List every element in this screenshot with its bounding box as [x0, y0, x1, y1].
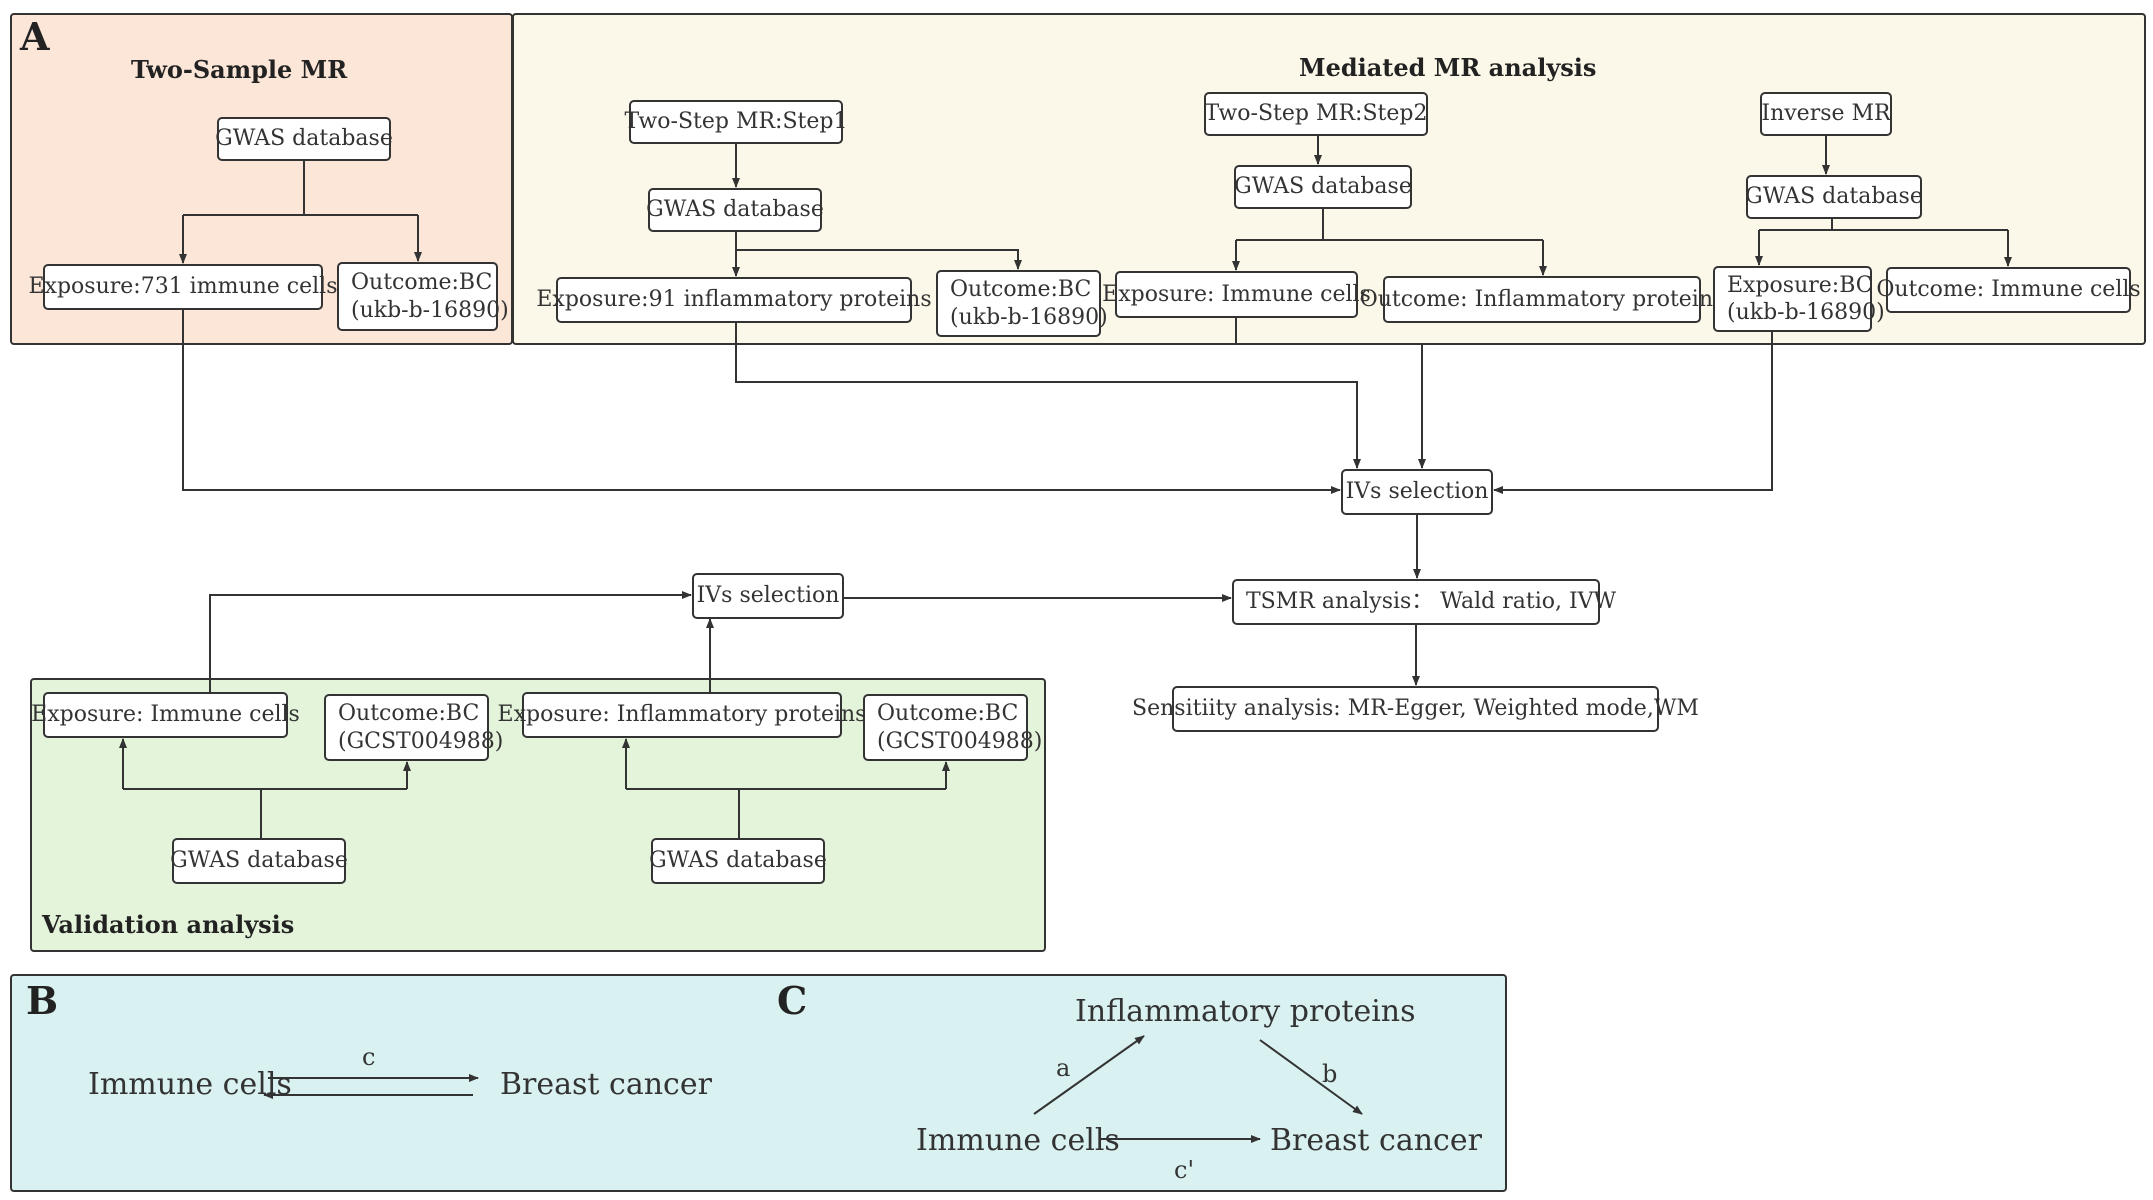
step2-outcome-box: Outcome: Inflammatory proteins — [1360, 276, 1724, 323]
validation-outcome2-label: Outcome:BC(GCST004988) — [877, 700, 1042, 755]
sensitivity-analysis-box: Sensitiity analysis: MR-Egger, Weighted … — [1132, 686, 1699, 732]
validation-gwas1-label: GWAS database — [170, 848, 348, 874]
validation-gwas2-label: GWAS database — [649, 848, 827, 874]
validation-title: Validation analysis — [42, 910, 295, 939]
two-sample-outcome-label: Outcome:BC(ukb-b-16890) — [351, 269, 509, 324]
step1-exposure-box: Exposure:91 inflammatory proteins — [536, 277, 932, 323]
panel-c-b-arrow — [1259, 1039, 1363, 1115]
panel-c-a-label: a — [1056, 1054, 1071, 1082]
panel-b-immune-cells: Immune cells — [88, 1067, 292, 1102]
panel-c-a-arrow — [1033, 1035, 1145, 1115]
validation-outcome2-line1: Outcome:BC — [877, 701, 1019, 726]
panel-b-breast-cancer: Breast cancer — [500, 1067, 712, 1102]
panel-c-breast-cancer: Breast cancer — [1270, 1123, 1482, 1158]
inverse-exposure-box: Exposure:BC(ukb-b-16890) — [1713, 266, 1885, 332]
tsmr-analysis-label: TSMR analysis： Wald ratio, IVW — [1246, 589, 1617, 615]
panel-c-b-label: b — [1322, 1060, 1338, 1088]
validation-gwas2-box: GWAS database — [649, 838, 827, 884]
tsmr-analysis-box: TSMR analysis： Wald ratio, IVW — [1232, 579, 1616, 625]
inverse-outcome-label: Outcome: Immune cells — [1876, 277, 2141, 303]
panel-c-c-prime-label: c' — [1174, 1156, 1195, 1184]
panel-bc — [10, 974, 1507, 1192]
panel-label-a: A — [20, 14, 50, 59]
step1-outcome-box: Outcome:BC(ukb-b-16890) — [936, 270, 1108, 337]
step2-label-box: Two-Step MR:Step2 — [1204, 92, 1428, 136]
validation-gwas1-box: GWAS database — [170, 838, 348, 884]
step2-outcome-label: Outcome: Inflammatory proteins — [1359, 286, 1725, 312]
step1-to-ivs-arrow — [735, 323, 1361, 469]
ivs-selection-label: IVs selection — [1345, 479, 1489, 505]
validation-immune-to-ivs-arrow — [209, 591, 692, 692]
step1-exposure-label: Exposure:91 inflammatory proteins — [536, 287, 932, 313]
panel-c-immune-cells: Immune cells — [916, 1123, 1120, 1158]
step2-gwas-box: GWAS database — [1234, 165, 1412, 209]
step2-label: Two-Step MR:Step2 — [1204, 101, 1428, 127]
two-sample-outcome-line1: Outcome:BC — [351, 270, 493, 295]
validation-exposure-immune-box: Exposure: Immune cells — [31, 692, 300, 738]
step1-gwas-box: GWAS database — [646, 188, 824, 232]
validation-outcome2-box: Outcome:BC(GCST004988) — [863, 694, 1042, 761]
panel-label-c: C — [777, 978, 808, 1023]
inverse-exposure-line2: (ukb-b-16890) — [1727, 300, 1885, 325]
step1-gwas-label: GWAS database — [646, 197, 824, 223]
two-sample-gwas-label: GWAS database — [215, 126, 393, 152]
validation-outcome1-line2: (GCST004988) — [338, 728, 504, 754]
inverse-gwas-box: GWAS database — [1745, 175, 1923, 219]
two-sample-exposure-label: Exposure:731 immune cells — [28, 274, 338, 300]
step1-outcome-label: Outcome:BC(ukb-b-16890) — [950, 276, 1108, 331]
inverse-exposure-line1: Exposure:BC — [1727, 272, 1873, 298]
step1-outcome-line1: Outcome:BC — [950, 277, 1092, 302]
step1-label: Two-Step MR:Step1 — [624, 109, 848, 135]
two-sample-outcome-line2: (ukb-b-16890) — [351, 297, 509, 323]
panel-b-c-label: c — [362, 1043, 376, 1071]
validation-outcome1-line1: Outcome:BC — [338, 701, 480, 726]
step2-to-ivs-arrow — [1235, 318, 1426, 469]
validation-ivs-selection-box: IVs selection — [692, 573, 844, 619]
ivs-selection-box: IVs selection — [1341, 469, 1493, 515]
step1-to-outcome-arrow — [736, 249, 1022, 270]
validation-outcome2-line2: (GCST004988) — [877, 728, 1043, 754]
two-sample-mr-title: Two-Sample MR — [131, 55, 348, 84]
inverse-gwas-label: GWAS database — [1745, 184, 1923, 210]
inverse-label-box: Inverse MR — [1760, 92, 1892, 136]
panel-label-b: B — [26, 978, 59, 1023]
validation-outcome1-box: Outcome:BC(GCST004988) — [324, 694, 503, 761]
inverse-exposure-label: Exposure:BC(ukb-b-16890) — [1727, 272, 1885, 327]
validation-outcome1-label: Outcome:BC(GCST004988) — [338, 700, 503, 755]
step1-outcome-line2: (ukb-b-16890) — [950, 304, 1108, 330]
panel-c-inflammatory-proteins: Inflammatory proteins — [1075, 994, 1416, 1029]
inverse-label: Inverse MR — [1761, 101, 1891, 127]
step2-gwas-label: GWAS database — [1234, 174, 1412, 200]
two-sample-outcome-box: Outcome:BC(ukb-b-16890) — [337, 262, 509, 331]
two-sample-to-ivs-arrow — [182, 310, 1341, 494]
step2-exposure-label: Exposure: Immune cells — [1102, 281, 1371, 307]
step1-label-box: Two-Step MR:Step1 — [625, 100, 847, 144]
sensitivity-analysis-label: Sensitiity analysis: MR-Egger, Weighted … — [1132, 696, 1699, 722]
validation-exposure-immune-label: Exposure: Immune cells — [31, 702, 300, 728]
inverse-to-ivs-arrow — [1493, 332, 1773, 494]
inverse-outcome-box: Outcome: Immune cells — [1876, 267, 2141, 313]
validation-ivs-selection-label: IVs selection — [696, 583, 840, 609]
validation-exposure-proteins-box: Exposure: Inflammatory proteins — [498, 692, 866, 738]
mediated-mr-title: Mediated MR analysis — [1299, 53, 1597, 82]
two-sample-gwas-box: GWAS database — [215, 117, 393, 161]
two-sample-exposure-box: Exposure:731 immune cells — [29, 264, 338, 310]
step2-exposure-box: Exposure: Immune cells — [1102, 271, 1371, 318]
validation-exposure-proteins-label: Exposure: Inflammatory proteins — [497, 702, 867, 728]
